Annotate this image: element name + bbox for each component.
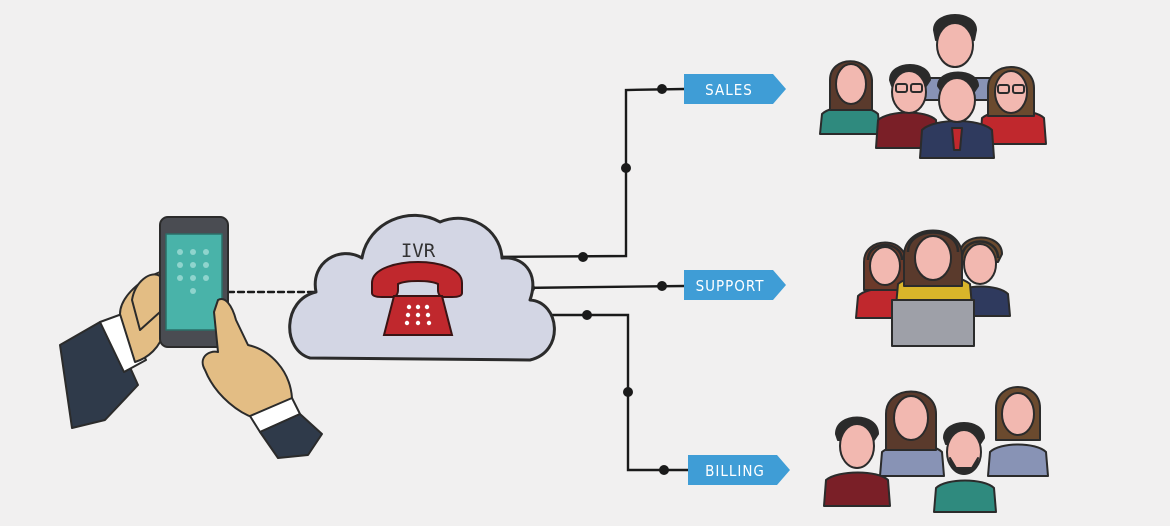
billing-team: [823, 386, 1049, 513]
person-face: [914, 235, 952, 281]
person-face: [891, 70, 927, 114]
person-face: [994, 70, 1028, 114]
support-team: [855, 229, 1011, 347]
support-connector: [516, 284, 686, 290]
sales-connector: [480, 87, 686, 259]
person-face: [963, 243, 997, 285]
telephone-icon: [371, 260, 463, 336]
keypad-icon: [177, 249, 209, 294]
person-face: [835, 63, 867, 105]
right-sleeve: [259, 413, 323, 459]
billing-label: BILLING: [705, 462, 765, 480]
sales-team: [819, 14, 1047, 159]
connector-dots: [525, 84, 669, 475]
sales-tag: SALES: [684, 74, 786, 104]
ivr-cloud: IVR: [288, 213, 556, 362]
sales-label: SALES: [705, 81, 753, 99]
connector-dot: [657, 281, 667, 291]
billing-connector: [548, 313, 690, 472]
support-label: SUPPORT: [696, 277, 765, 295]
person-face: [936, 22, 974, 68]
connector-dot: [582, 310, 592, 320]
cloud-label: IVR: [401, 240, 436, 262]
connector-dot: [659, 465, 669, 475]
person-face: [839, 423, 875, 469]
left-thumb: [131, 273, 161, 331]
caller-hands-phone: [59, 216, 323, 459]
connector-dot: [623, 387, 633, 397]
laptop-icon: [891, 299, 975, 347]
connector-dot: [621, 163, 631, 173]
support-tag: SUPPORT: [684, 270, 786, 300]
right-hand: [201, 298, 293, 421]
person-face: [893, 395, 929, 441]
person-face: [938, 77, 976, 123]
cloud-shape: [288, 213, 556, 362]
person-face: [1001, 392, 1035, 436]
connector-dot: [578, 252, 588, 262]
billing-tag: BILLING: [688, 455, 790, 485]
person-face: [869, 246, 901, 286]
connector-dot: [657, 84, 667, 94]
